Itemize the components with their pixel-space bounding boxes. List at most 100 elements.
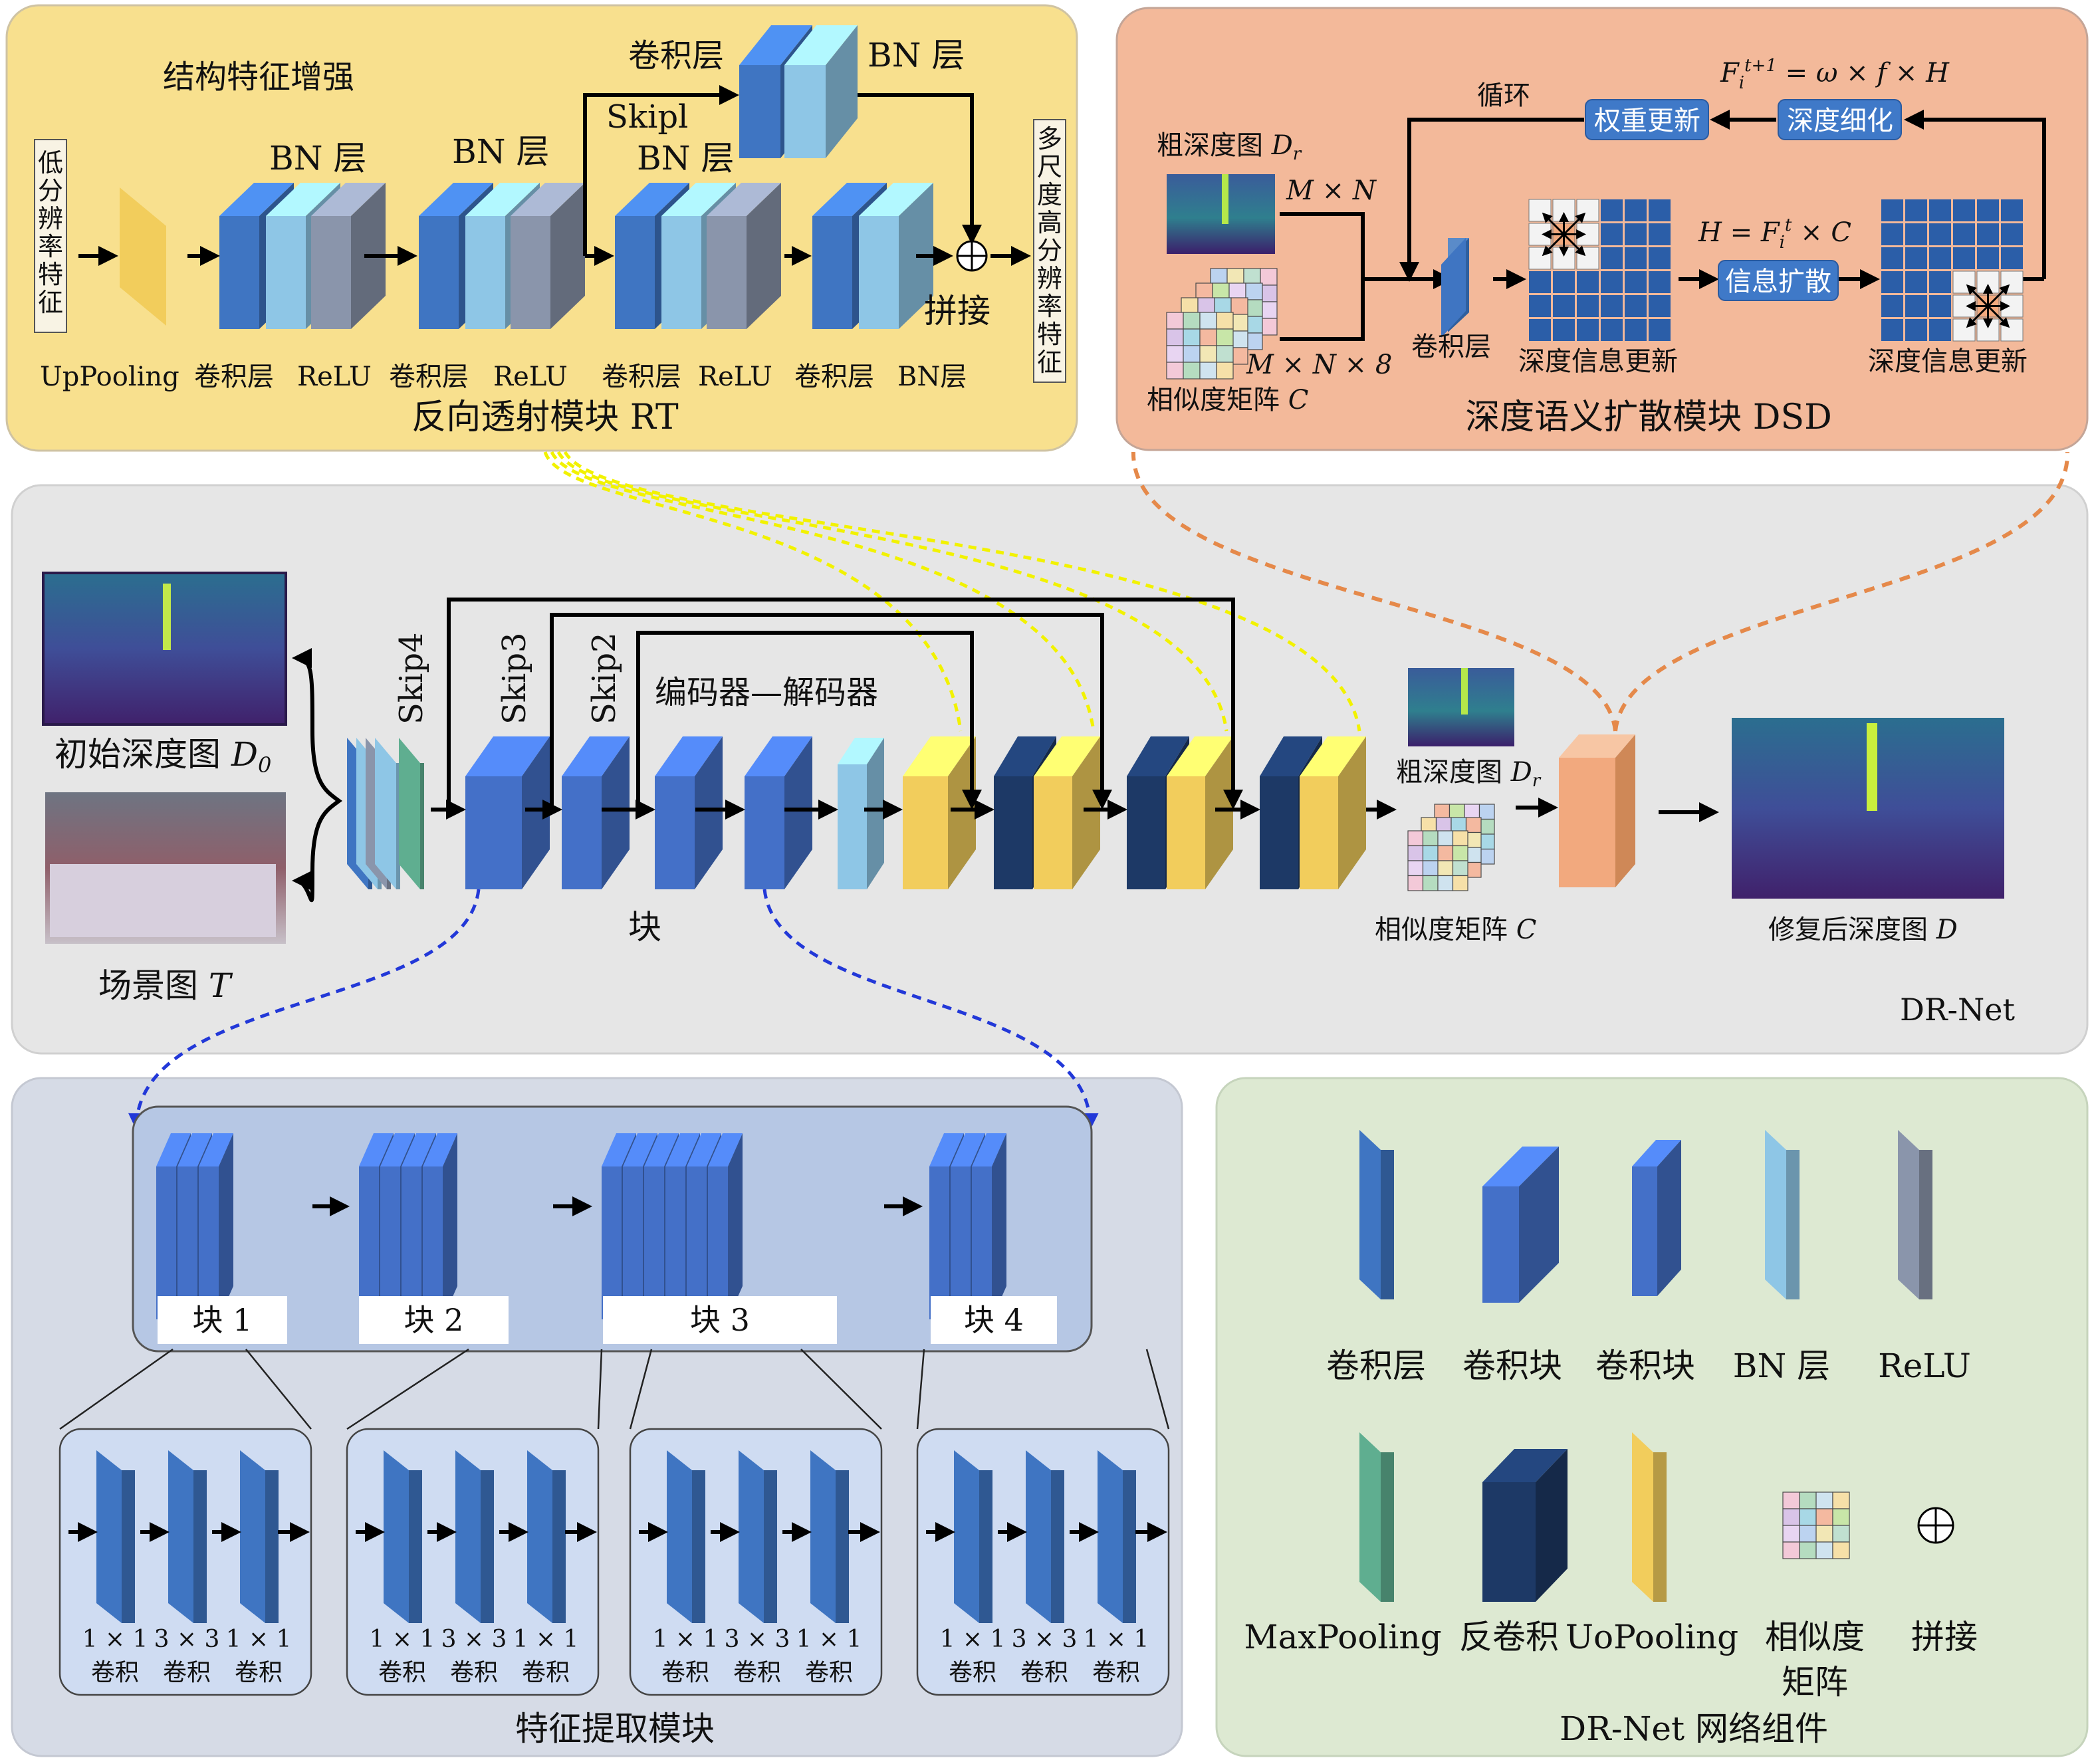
dsd-weight-update: 权重更新 xyxy=(1594,106,1700,136)
init-depth-label: 初始深度图 D0 xyxy=(55,735,271,778)
feature-block-label-box xyxy=(931,1296,1057,1344)
legend-label: 拼接 xyxy=(1911,1618,1978,1656)
rt-bottom-label: 卷积层 xyxy=(794,362,874,392)
conv-type: 卷积 xyxy=(1020,1659,1068,1686)
rt-bn-top xyxy=(784,25,858,158)
rt-concat: 拼接 xyxy=(924,292,990,330)
rt-title: 反向透射模块 RT xyxy=(411,397,679,437)
conv-type: 卷积 xyxy=(733,1659,781,1686)
rt-output-char: 尺 xyxy=(1037,152,1062,181)
subblock-conv xyxy=(739,1450,777,1623)
main-sim-label: 相似度矩阵 C xyxy=(1375,915,1536,945)
legend-label-extra: 矩阵 xyxy=(1782,1663,1848,1702)
legend-conv-block-2 xyxy=(1632,1140,1681,1296)
rt-uppool-layer xyxy=(120,187,166,326)
dsd-coarse-label: 粗深度图 Dr xyxy=(1157,130,1302,164)
dsd-update1: 深度信息更新 xyxy=(1518,346,1678,377)
rt-bn2: BN 层 xyxy=(452,132,549,171)
conv-type: 卷积 xyxy=(91,1659,139,1686)
feature-subblocks: 1 × 1 卷积 3 × 3 卷积 1 × 1 卷积 1 × 1 卷积 3 × 3 卷积 1 × 1… xyxy=(58,1348,1170,1696)
subblock-conv xyxy=(667,1450,705,1623)
rt-output-char: 率 xyxy=(1037,292,1062,321)
feature-block-label: 块 1 xyxy=(193,1302,253,1338)
conv-kernel: 1 × 1 xyxy=(653,1626,719,1653)
subblock-conv xyxy=(810,1450,849,1623)
skip3-label: Skip3 xyxy=(496,632,533,724)
conv-type: 卷积 xyxy=(661,1659,709,1686)
rt-bottom-label: ReLU xyxy=(698,362,772,392)
skip4-label: Skip4 xyxy=(393,632,430,724)
feature-slab xyxy=(199,1133,233,1319)
rt-input-char: 辨 xyxy=(38,204,63,233)
dsd-loop: 循环 xyxy=(1477,80,1530,111)
legend-label: 反卷积 xyxy=(1459,1618,1559,1656)
bridge-bn xyxy=(838,738,884,889)
rt-bn3: BN 层 xyxy=(637,139,734,177)
rt-conv-top: 卷积层 xyxy=(628,37,724,74)
conv-kernel: 3 × 3 xyxy=(725,1626,790,1653)
scene-bed xyxy=(50,864,276,937)
legend-label: 相似度 xyxy=(1765,1618,1865,1656)
legend-conv-block xyxy=(1482,1147,1559,1303)
conv-type: 卷积 xyxy=(949,1659,996,1686)
legend-deconv xyxy=(1482,1449,1568,1602)
dsd-formula-mid: H = Fit × C xyxy=(1698,215,1851,253)
rt-bottom-label: ReLU xyxy=(493,362,568,392)
dsd-grid-left xyxy=(1528,199,1671,341)
dsd-similarity-matrix xyxy=(1166,268,1278,380)
feature-block-label-box xyxy=(158,1296,287,1344)
legend-title: DR-Net 网络组件 xyxy=(1560,1709,1828,1748)
dsd-depth-refine-box xyxy=(1778,99,1902,140)
decoder-uppool-1 xyxy=(903,736,976,889)
dsd-formula-top: Fit+1 = ω × f × H xyxy=(1720,56,1950,93)
dsd-conv-label: 卷积层 xyxy=(1411,332,1491,362)
main-coarse-stripe xyxy=(1461,668,1468,715)
feature-block-label: 块 2 xyxy=(404,1302,464,1338)
legend-bn xyxy=(1765,1130,1800,1299)
dsd-depth-refine: 深度细化 xyxy=(1787,106,1893,136)
feature-block-label: 块 4 xyxy=(964,1302,1024,1338)
rt-input-box xyxy=(34,139,67,333)
rt-input-char: 征 xyxy=(38,288,63,317)
conv-kernel: 1 × 1 xyxy=(513,1626,579,1653)
rt-output-char: 度 xyxy=(1037,180,1062,209)
enc-dec-label: 编码器—解码器 xyxy=(655,674,878,711)
legend-label: 卷积块 xyxy=(1595,1347,1695,1385)
dsd-coarse-bright-stripe xyxy=(1222,174,1228,224)
encoder-block-1 xyxy=(465,736,550,889)
encoder-block-4 xyxy=(745,736,812,889)
legend-uppool xyxy=(1632,1432,1667,1602)
rt-arrows xyxy=(78,85,1031,266)
subblock-conv xyxy=(1098,1450,1136,1623)
conv-kernel: 3 × 3 xyxy=(1012,1626,1078,1653)
subblock-conv xyxy=(384,1450,422,1623)
legend-sim-layer xyxy=(1782,1491,1850,1559)
net-name: DR-Net xyxy=(1900,992,2016,1028)
subblock-conv xyxy=(96,1450,135,1623)
legend-maxpool xyxy=(1359,1432,1394,1602)
dsd-mxn8: M × N × 8 xyxy=(1246,350,1392,380)
dsd-grid-right xyxy=(1881,199,2024,342)
dsd-conv-layer xyxy=(1441,238,1469,338)
legend-label: 卷积层 xyxy=(1326,1347,1426,1385)
dsd-module-cube xyxy=(1559,734,1635,887)
subblock-conv xyxy=(527,1450,566,1623)
orange-connectors xyxy=(1131,451,2070,732)
subblock-conv xyxy=(455,1450,494,1623)
conv-type: 卷积 xyxy=(522,1659,570,1686)
rt-input-char: 低 xyxy=(38,148,63,177)
rt-relu-2 xyxy=(511,183,585,329)
subblock-conv xyxy=(954,1450,992,1623)
encoder-block-3 xyxy=(655,736,723,889)
conv-kernel: 1 × 1 xyxy=(1084,1626,1149,1653)
conv-type: 卷积 xyxy=(805,1659,853,1686)
legend-relu xyxy=(1898,1130,1932,1299)
rt-bottom-label: ReLU xyxy=(297,362,372,392)
decoder-uppool-3 xyxy=(1167,736,1233,889)
legend-label: BN 层 xyxy=(1733,1347,1830,1385)
conv-kernel: 1 × 1 xyxy=(796,1626,862,1653)
dsd-mxn: M × N xyxy=(1286,175,1377,206)
conv-kernel: 1 × 1 xyxy=(370,1626,435,1653)
main-sim-layer xyxy=(1407,830,1468,891)
